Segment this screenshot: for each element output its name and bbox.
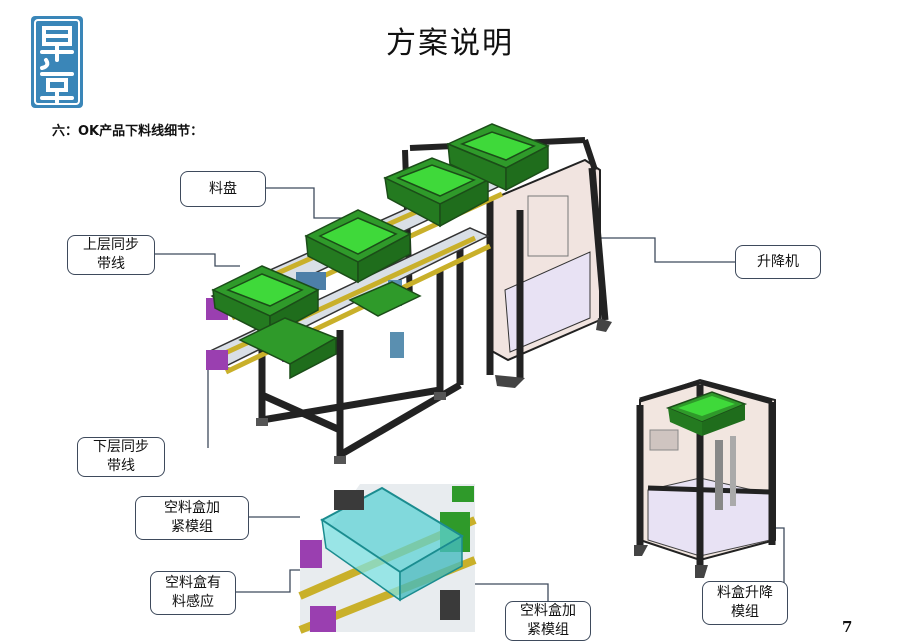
- callout-sensor: 空料盒有 料感应: [150, 571, 236, 615]
- page-number: 7: [842, 618, 853, 636]
- conveyor-frame: [258, 245, 464, 459]
- callout-lower-belt: 下层同步 带线: [77, 437, 165, 477]
- lifter-cabinet: [402, 137, 612, 388]
- green-trays: [211, 123, 550, 380]
- page-title: 方案说明: [386, 26, 514, 61]
- callout-box-lift: 料盒升降 模组: [702, 581, 788, 625]
- section-subtitle: 六：OK产品下料线细节：: [52, 124, 204, 139]
- callout-tray: 料盘: [180, 171, 266, 207]
- callout-lifter: 升降机: [735, 245, 821, 279]
- lift-module: [634, 378, 776, 578]
- clamp-closeup: [298, 484, 477, 634]
- callout-upper-belt: 上层同步 带线: [67, 235, 155, 275]
- callout-clamp-1: 空料盒加 紧模组: [135, 496, 249, 540]
- company-seal-logo: [31, 16, 83, 108]
- callout-clamp-2: 空料盒加 紧模组: [505, 601, 591, 641]
- main-conveyor-machine: [206, 123, 612, 464]
